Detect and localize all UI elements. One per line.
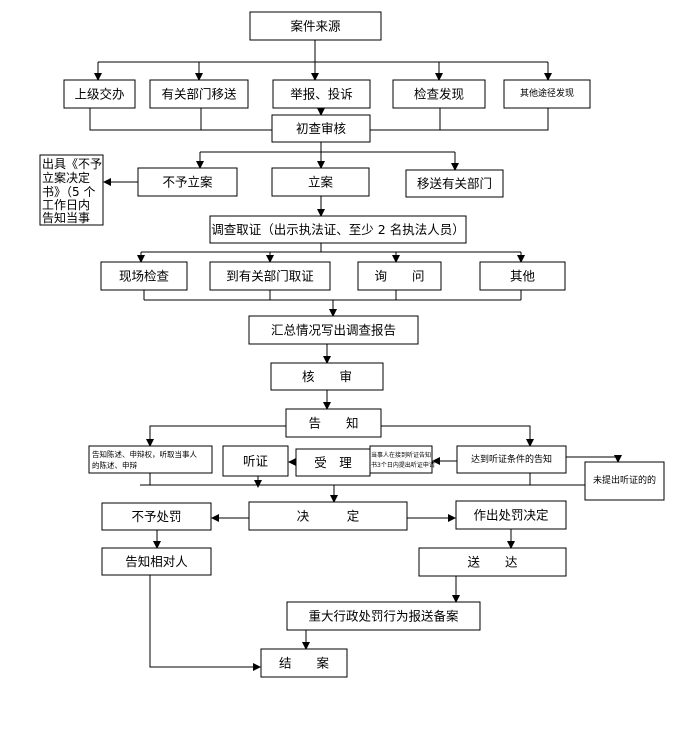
node-hearing-condition-notice: 达到听证条件的告知: [456, 445, 567, 474]
notify-party-label: 告知相对人: [125, 554, 188, 569]
node-superior-assigned: 上级交办: [63, 79, 136, 109]
hearing-request-line-1: 当事人在接到听证告知: [371, 451, 431, 459]
no-filing-notice-line-4: 工作日内: [42, 198, 90, 212]
connectors: [89, 40, 622, 671]
statement-rights-line-1: 告知陈述、申辩权，听取当事人: [92, 449, 197, 459]
penalty-decision-label: 作出处罚决定: [473, 508, 548, 523]
node-preliminary-review: 初查审核: [271, 114, 371, 143]
node-transfer-dept: 移送有关部门: [405, 169, 504, 198]
hearing-condition-notice-label: 达到听证条件的告知: [471, 453, 552, 465]
node-inspection-found: 检查发现: [392, 79, 486, 109]
no-filing-label: 不予立案: [162, 175, 213, 190]
arrow-condition-to-no-hearing: [566, 455, 622, 463]
investigation-label: 调查取证（出示执法证、至少 2 名执法人员）: [211, 222, 464, 237]
statement-rights-line-2: 的陈述、申辩: [92, 460, 137, 470]
case-source-label: 案件来源: [290, 19, 341, 34]
site-inspection-label: 现场检查: [119, 269, 170, 284]
hearing-label: 听证: [243, 454, 269, 469]
node-case-source: 案件来源: [249, 11, 382, 41]
connector-left-to-review: [89, 108, 272, 131]
close-case-label: 结 案: [279, 656, 330, 671]
node-no-filing-notice: 出具《不予 立案决定 书》（5 个 工作日内 告知当事: [39, 154, 104, 226]
node-no-hearing-request: 未提出听证的的: [584, 461, 665, 501]
no-filing-notice-line-1: 出具《不予: [42, 157, 102, 171]
node-decision: 决 定: [248, 501, 408, 531]
inquiry-label: 询 问: [374, 269, 424, 284]
node-accept: 受 理: [295, 448, 371, 477]
arrow-notify-party-to-close: [149, 575, 261, 671]
other-channels-label: 其他途径发现: [520, 87, 574, 99]
node-summary-report: 汇总情况写出调查报告: [248, 315, 419, 345]
summary-report-label: 汇总情况写出调查报告: [271, 323, 396, 338]
node-investigation: 调查取证（出示执法证、至少 2 名执法人员）: [209, 215, 467, 244]
node-no-filing: 不予立案: [137, 167, 238, 197]
node-review: 核 审: [270, 362, 384, 391]
inspection-found-label: 检查发现: [414, 87, 464, 102]
superior-assigned-label: 上级交办: [74, 87, 124, 102]
major-penalty-filing-label: 重大行政处罚行为报送备案: [308, 609, 459, 624]
node-major-penalty-filing: 重大行政处罚行为报送备案: [286, 601, 481, 631]
decision-label: 决 定: [297, 509, 360, 524]
node-notify-party: 告知相对人: [101, 547, 212, 576]
node-delivery: 送 达: [418, 547, 567, 577]
dept-transfer-label: 有关部门移送: [161, 87, 237, 102]
no-filing-notice-line-3: 书》（5 个: [42, 185, 95, 199]
delivery-label: 送 达: [467, 555, 518, 570]
accept-label: 受 理: [314, 455, 352, 470]
node-other-channels: 其他途径发现: [503, 79, 591, 109]
node-other: 其他: [479, 261, 566, 291]
node-inquiry: 询 问: [357, 261, 442, 291]
node-site-inspection: 现场检查: [100, 261, 188, 291]
dept-evidence-label: 到有关部门取证: [226, 269, 314, 284]
arrow-notify-to-statement: [146, 425, 286, 447]
node-hearing: 听证: [222, 445, 289, 477]
node-hearing-request: 当事人在接到听证告知 书3个日内提出听证申请: [369, 445, 435, 474]
no-hearing-request-label: 未提出听证的的: [593, 474, 656, 486]
node-report-complaint: 举报、投诉: [272, 79, 371, 109]
node-statement-rights: 告知陈述、申辩权，听取当事人 的陈述、申辩: [88, 445, 213, 474]
node-penalty-decision: 作出处罚决定: [455, 500, 567, 530]
node-dept-transfer: 有关部门移送: [149, 79, 249, 109]
notify-label: 告 知: [308, 416, 358, 431]
node-file-case: 立案: [271, 167, 370, 197]
connector-right-to-review: [370, 108, 549, 131]
node-close-case: 结 案: [260, 648, 348, 678]
report-complaint-label: 举报、投诉: [290, 87, 353, 102]
node-notify: 告 知: [285, 408, 382, 438]
no-filing-notice-line-5: 告知当事: [42, 211, 90, 225]
review-label: 核 审: [302, 369, 352, 384]
node-no-penalty: 不予处罚: [101, 502, 212, 531]
arrow-notify-to-condition: [381, 425, 534, 447]
node-dept-evidence: 到有关部门取证: [209, 261, 331, 291]
file-case-label: 立案: [308, 175, 334, 190]
transfer-dept-label: 移送有关部门: [417, 176, 492, 191]
no-filing-notice-line-2: 立案决定: [42, 170, 90, 185]
preliminary-review-label: 初查审核: [296, 121, 347, 136]
hearing-request-line-2: 书3个日内提出听证申请: [371, 461, 435, 469]
no-penalty-label: 不予处罚: [131, 509, 181, 524]
other-label: 其他: [510, 269, 536, 284]
